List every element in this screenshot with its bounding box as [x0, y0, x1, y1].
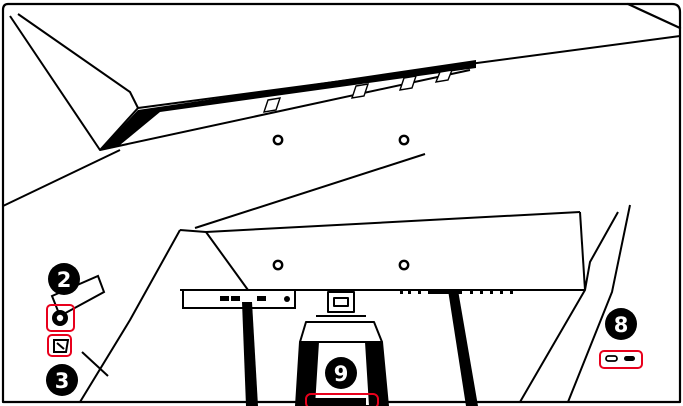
port-dot-2: [408, 291, 411, 294]
kensington-lock[interactable]: [53, 339, 70, 353]
vent-slot-4: [434, 69, 454, 83]
callout-9-group: 9: [305, 357, 379, 406]
badge-2-label: 2: [57, 268, 72, 292]
port-dot-3: [418, 291, 421, 294]
power-button-highlight: [46, 304, 75, 332]
lower-center-panel: [179, 211, 586, 291]
lower-panel-left-edge: [179, 229, 249, 291]
usb-c-port-highlight: [599, 350, 643, 369]
port-dot-9: [510, 291, 513, 294]
vesa-hole-top-right: [398, 134, 410, 146]
upper-vent-strip: [100, 60, 476, 150]
badge-9-label: 9: [334, 362, 349, 386]
upper-crease: [9, 15, 471, 151]
badge-9-circle: [325, 357, 357, 389]
right-side-crease: [567, 204, 631, 403]
upper-left-facet: [17, 13, 681, 109]
badge-8-circle: [605, 308, 637, 340]
right-inner-crease: [519, 211, 619, 403]
audio-jack: [284, 296, 290, 302]
lock-leader-line: [81, 351, 109, 377]
lower-panel-top-edge: [205, 211, 581, 233]
stand-hinge-inner: [333, 297, 349, 307]
port-dot-4: [428, 291, 462, 294]
callout-8-group: 8: [599, 308, 643, 369]
power-button-ring: [56, 314, 64, 322]
badge-3-label: 3: [55, 369, 70, 393]
ventilation-grille: [314, 398, 366, 406]
port-dot-5: [470, 291, 473, 294]
callout-3-group: 3: [46, 334, 109, 396]
upper-ridge: [99, 107, 139, 151]
frame-corner-line: [626, 2, 682, 30]
stand-column: [295, 291, 389, 406]
hdmi-port-2: [231, 296, 240, 301]
displayport-port: [257, 296, 266, 301]
lower-panel-right-edge: [579, 211, 586, 291]
port-dot-7: [490, 291, 493, 294]
stand-neck-upper: [299, 321, 383, 343]
right-port-dots: [400, 291, 513, 294]
usb-c-port-2[interactable]: [624, 356, 635, 361]
badge-8-label: 8: [614, 313, 629, 337]
upper-vent-band: [100, 60, 476, 150]
kensington-lock-highlight: [47, 334, 72, 357]
left-stand-leg: [242, 302, 258, 406]
vent-slot-3: [398, 75, 418, 91]
left-lower-crease: [2, 149, 121, 207]
side-crease-lines: [2, 149, 631, 403]
usb-c-port[interactable]: [605, 355, 618, 362]
left-leg-crease: [79, 229, 181, 403]
io-port-strip: [182, 289, 520, 309]
stand-legs: [242, 290, 478, 406]
ventilation-grille-highlight: [305, 393, 379, 406]
port-dot-6: [480, 291, 483, 294]
vesa-hole-bottom-right: [398, 259, 410, 271]
vesa-mount-holes: [272, 134, 410, 271]
hdmi-port-1: [220, 296, 229, 301]
port-dot-8: [500, 291, 503, 294]
vesa-hole-top-left: [272, 134, 284, 146]
callout-2-group: 2: [46, 263, 106, 332]
right-stand-leg: [448, 290, 478, 406]
middle-crease: [194, 153, 426, 229]
badge-2-circle: [48, 263, 80, 295]
badge-3-circle: [46, 364, 78, 396]
vesa-hole-bottom-left: [272, 259, 284, 271]
port-dot-1: [400, 291, 403, 294]
upper-vent-slots: [262, 69, 454, 113]
vent-slot-1: [262, 97, 282, 113]
vent-slot-2: [350, 83, 370, 99]
